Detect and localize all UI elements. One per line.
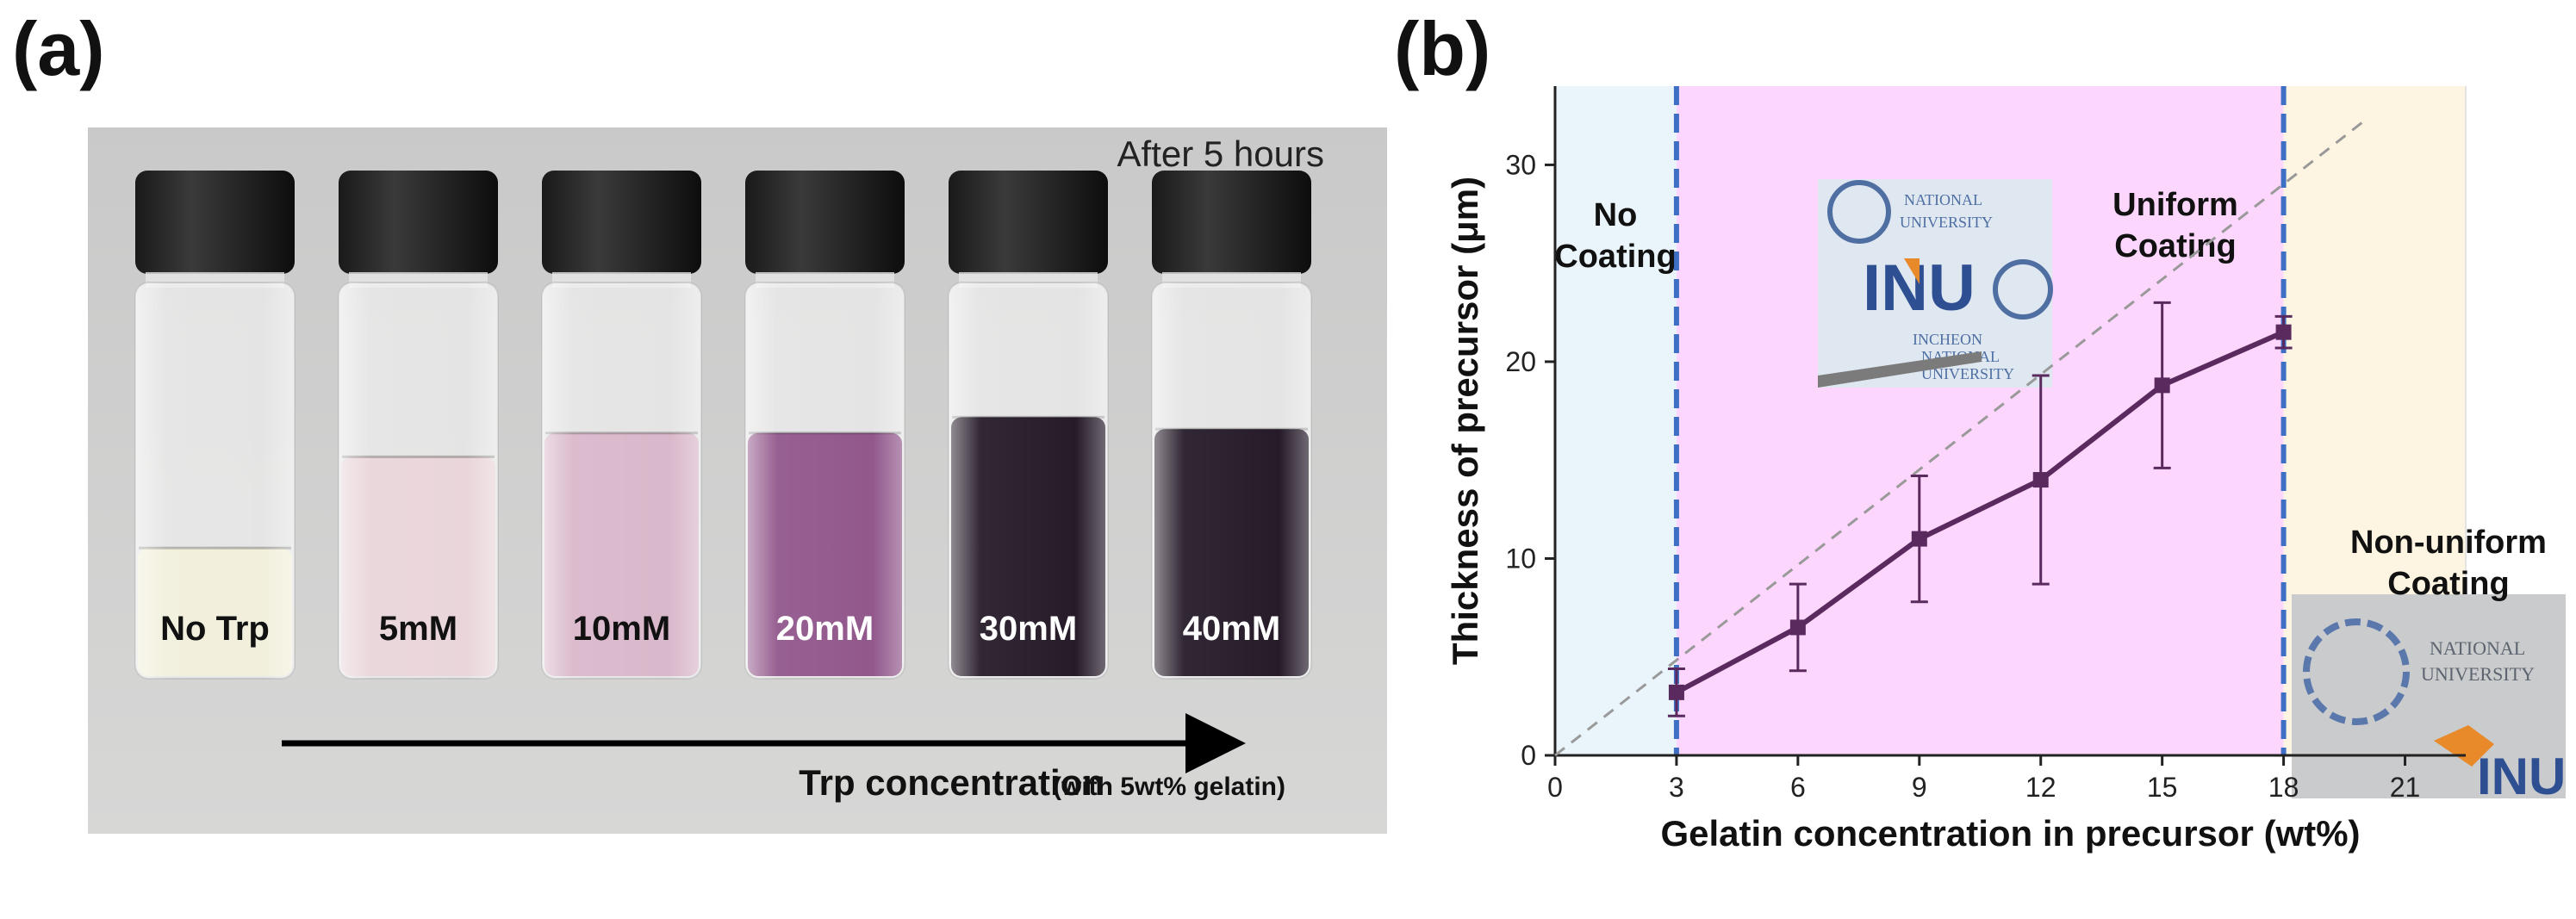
uniform-coating-photo: NATIONALUNIVERSITYINUINCHEONNATIONALUNIV… [1818, 179, 2053, 388]
region-label: Non-uniform [2350, 525, 2547, 561]
inset-text: UNIVERSITY [1900, 214, 1993, 231]
photo-insets: NATIONAL UNIVERSITY INU INCHEON NATIONAL UNIV… [1818, 179, 2566, 805]
x-tick-label: 6 [1790, 772, 1806, 803]
vial: 20mM [744, 171, 905, 680]
vial-cap [542, 171, 701, 274]
x-tick-label: 12 [2025, 772, 2056, 803]
inset-bg [1818, 179, 2052, 388]
seal-icon [2303, 618, 2410, 725]
vial-cap [135, 171, 295, 274]
vial-cap [1152, 171, 1311, 274]
y-tick-label: 30 [1505, 149, 1536, 180]
axes: 0 3 6 9 12 15 18 21 0 10 20 30 [1505, 86, 2466, 803]
inset-text: INCHEON [1913, 331, 1982, 348]
panel-b-label: (b) [1394, 6, 1491, 91]
region-label: Coating [2114, 228, 2236, 264]
inset-text: NATIONAL [1904, 191, 1982, 208]
logo-accent [1904, 258, 1920, 284]
inset-text: NATIONAL [2430, 637, 2525, 659]
region-label: Coating [1554, 239, 1676, 275]
region-labels: NoCoatingUniformCoatingNon-uniformCoatin… [1554, 187, 2547, 602]
seal-icon [1993, 259, 2053, 320]
data-series [1554, 119, 2366, 757]
vial-cap [339, 171, 498, 274]
region-label: Coating [2387, 566, 2509, 602]
vial-highlight [745, 283, 905, 679]
vial-label: 30mM [980, 610, 1077, 648]
vial-label: 40mM [1183, 610, 1280, 648]
inset-text: UNIVERSITY [2421, 663, 2535, 685]
vial-cap [949, 171, 1108, 274]
vial-label: No Trp [160, 610, 270, 648]
arrow-label: Trp concentration [799, 762, 1104, 803]
arrow-sublabel: (with 5wt% gelatin) [1053, 773, 1285, 801]
x-tick-label: 9 [1912, 772, 1927, 803]
inu-logo: INU [2477, 748, 2566, 805]
series-line [1675, 329, 2285, 695]
panel-a-label: (a) [12, 6, 105, 91]
y-tick-label: 20 [1505, 346, 1536, 377]
data-point [1911, 531, 1927, 547]
y-tick-label: 0 [1521, 740, 1536, 771]
time-note: After 5 hours [1117, 134, 1324, 174]
x-tick-label: 15 [2147, 772, 2178, 803]
vial: 10mM [541, 171, 702, 680]
vial-label: 20mM [776, 610, 874, 648]
y-axis-label: Thickness of precursor (μm) [1445, 177, 1485, 665]
x-axis-label: Gelatin concentration in precursor (wt%) [1660, 813, 2360, 854]
data-point [2275, 324, 2292, 340]
seal-icon [1827, 180, 1891, 244]
tweezers-icon [1818, 351, 1982, 388]
vial-highlight [1152, 283, 1311, 679]
logo-accent [2434, 725, 2494, 767]
thickness-chart: NATIONAL UNIVERSITY INU INCHEON NATIONAL UNIV… [1445, 86, 2566, 854]
data-point [1789, 619, 1806, 636]
vial: 5mM [338, 171, 499, 680]
vial: 40mM [1151, 171, 1312, 680]
x-tick-label: 3 [1669, 772, 1684, 803]
region-band [1555, 86, 1677, 755]
vial-highlight [949, 283, 1108, 679]
vial-highlight [135, 283, 295, 679]
vial-label: 5mM [379, 610, 457, 648]
data-point [1668, 684, 1684, 700]
vial-highlight [542, 283, 701, 679]
vial: 30mM [948, 171, 1109, 680]
region-label: No [1594, 197, 1638, 233]
region-label: Uniform [2112, 187, 2238, 223]
extrapolation-line [1554, 119, 2366, 757]
x-tick-label: 18 [2268, 772, 2299, 803]
x-tick-label: 0 [1547, 772, 1563, 803]
x-tick-label: 21 [2390, 772, 2421, 803]
vial-label: 10mM [573, 610, 670, 648]
data-point [2154, 377, 2170, 394]
vials-group: No Trp 5mM 10mM 20mM 30mM 40mM [134, 171, 1312, 680]
y-tick-label: 10 [1505, 543, 1536, 574]
vial-cap [745, 171, 905, 274]
nonuniform-coating-photo: NATIONAL UNIVERSITY INU [2292, 594, 2566, 805]
inset-text: UNIVERSITY [1921, 365, 2014, 382]
vial: No Trp [134, 171, 296, 680]
vial-highlight [339, 283, 498, 679]
data-point [2032, 472, 2049, 488]
